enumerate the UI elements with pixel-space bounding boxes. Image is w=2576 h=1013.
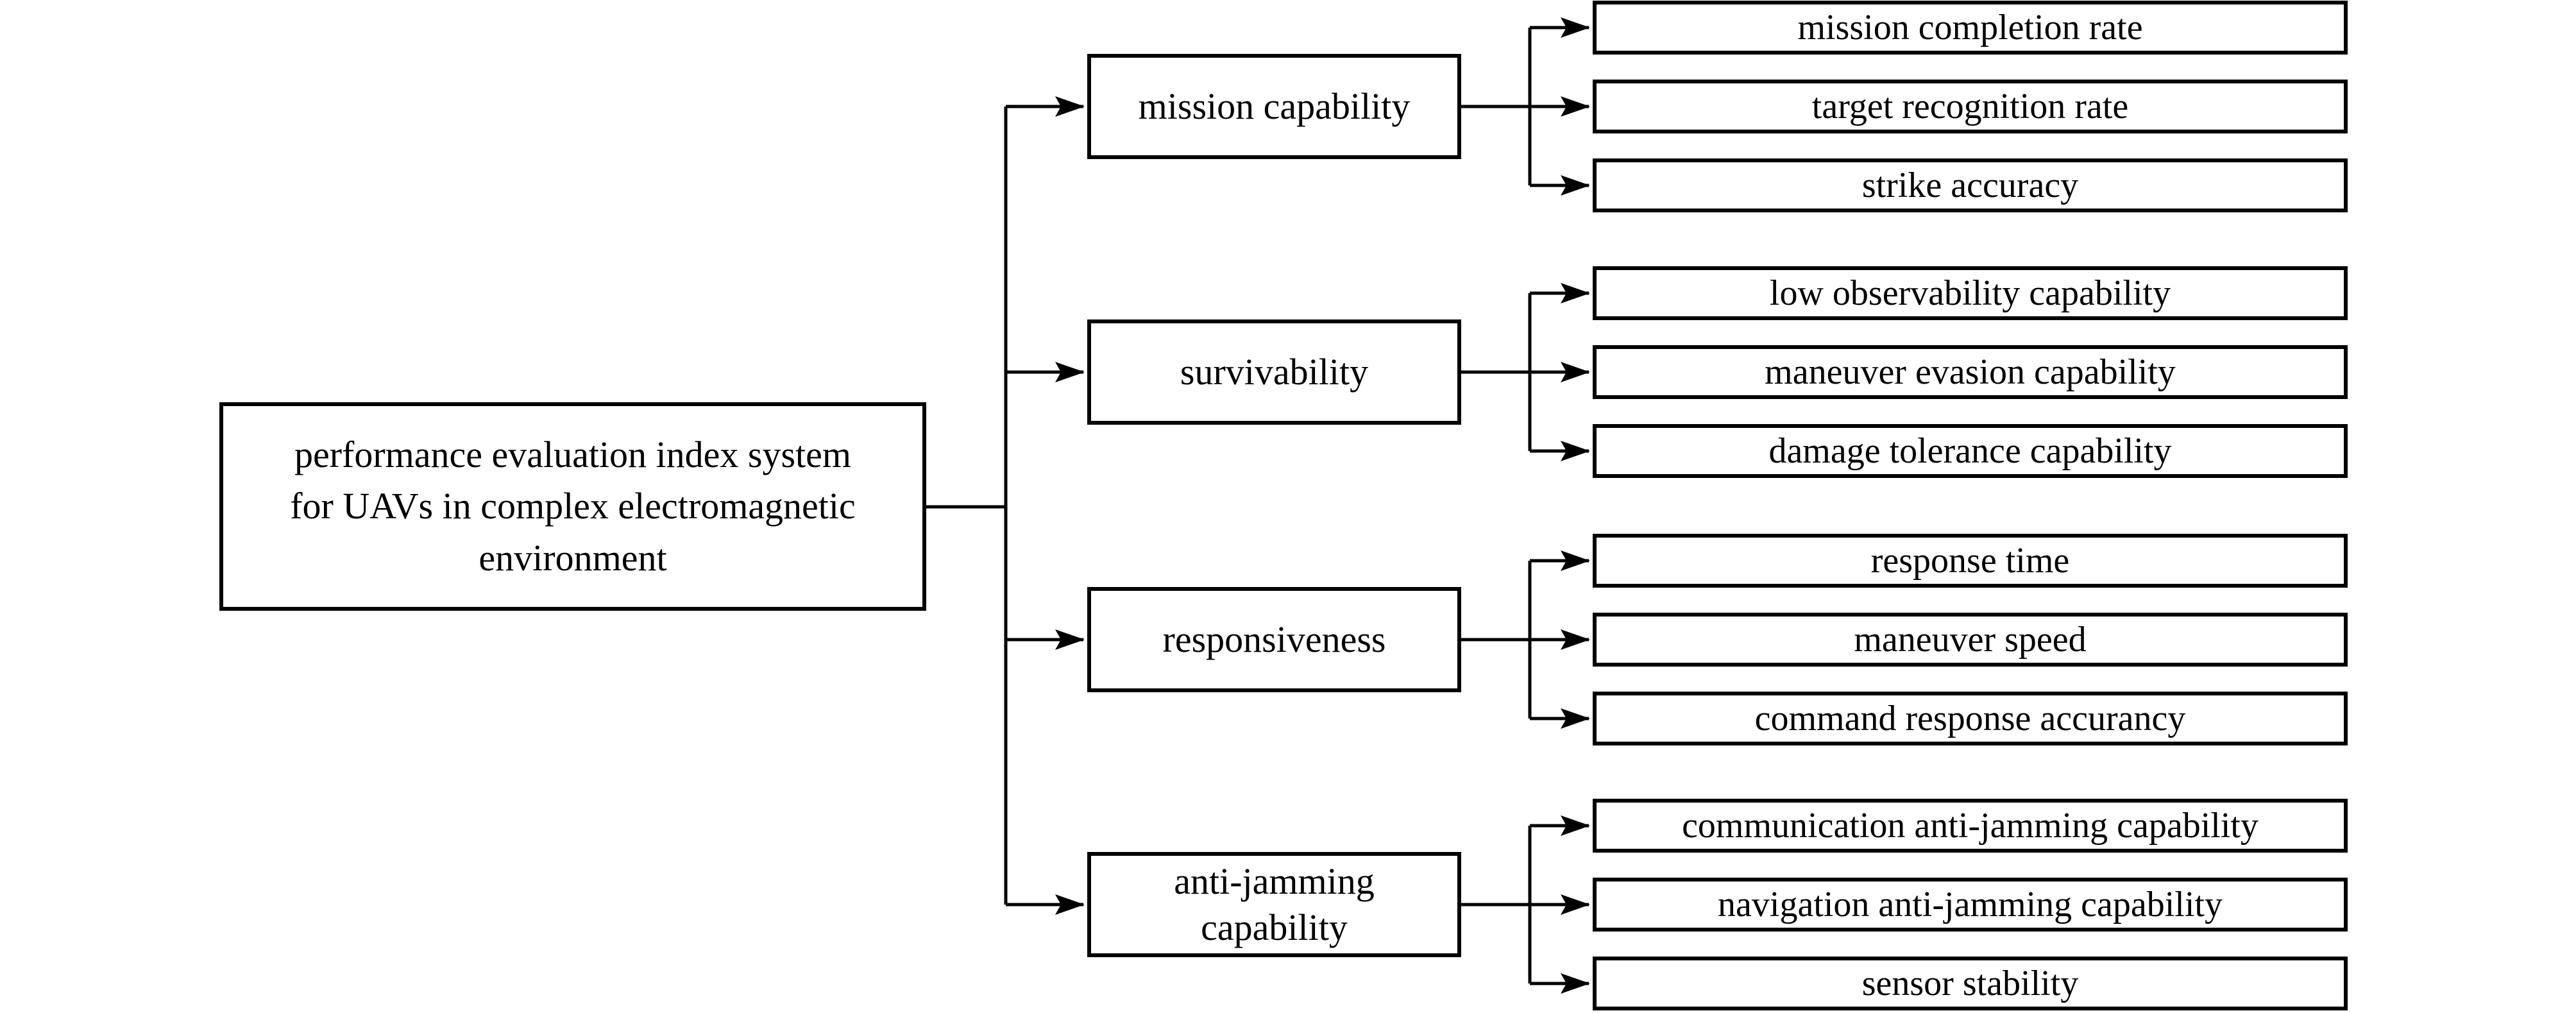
root-node: performance evaluation index system for … — [219, 402, 926, 611]
branch-node-anti-jamming-capability: anti-jamming capability — [1087, 852, 1461, 957]
leaf-node-sensor-stability: sensor stability — [1593, 957, 2348, 1010]
branch-node-survivability: survivability — [1087, 319, 1461, 425]
leaf-node-low-observability-capability: low observability capability — [1593, 266, 2348, 320]
leaf-node-maneuver-speed: maneuver speed — [1593, 613, 2348, 667]
leaf-node-command-response-accurancy: command response accurancy — [1593, 692, 2348, 745]
leaf-node-damage-tolerance-capability: damage tolerance capability — [1593, 424, 2348, 478]
branch-node-responsiveness: responsiveness — [1087, 587, 1461, 692]
branch-node-mission-capability: mission capability — [1087, 54, 1461, 159]
leaf-node-maneuver-evasion-capability: maneuver evasion capability — [1593, 345, 2348, 399]
leaf-node-target-recognition-rate: target recognition rate — [1593, 80, 2348, 133]
leaf-node-strike-accuracy: strike accuracy — [1593, 158, 2348, 212]
leaf-node-navigation-anti-jamming-capability: navigation anti-jamming capability — [1593, 878, 2348, 932]
leaf-node-response-time: response time — [1593, 534, 2348, 588]
leaf-node-mission-completion-rate: mission completion rate — [1593, 1, 2348, 55]
leaf-node-communication-anti-jamming-capability: communication anti-jamming capability — [1593, 799, 2348, 853]
